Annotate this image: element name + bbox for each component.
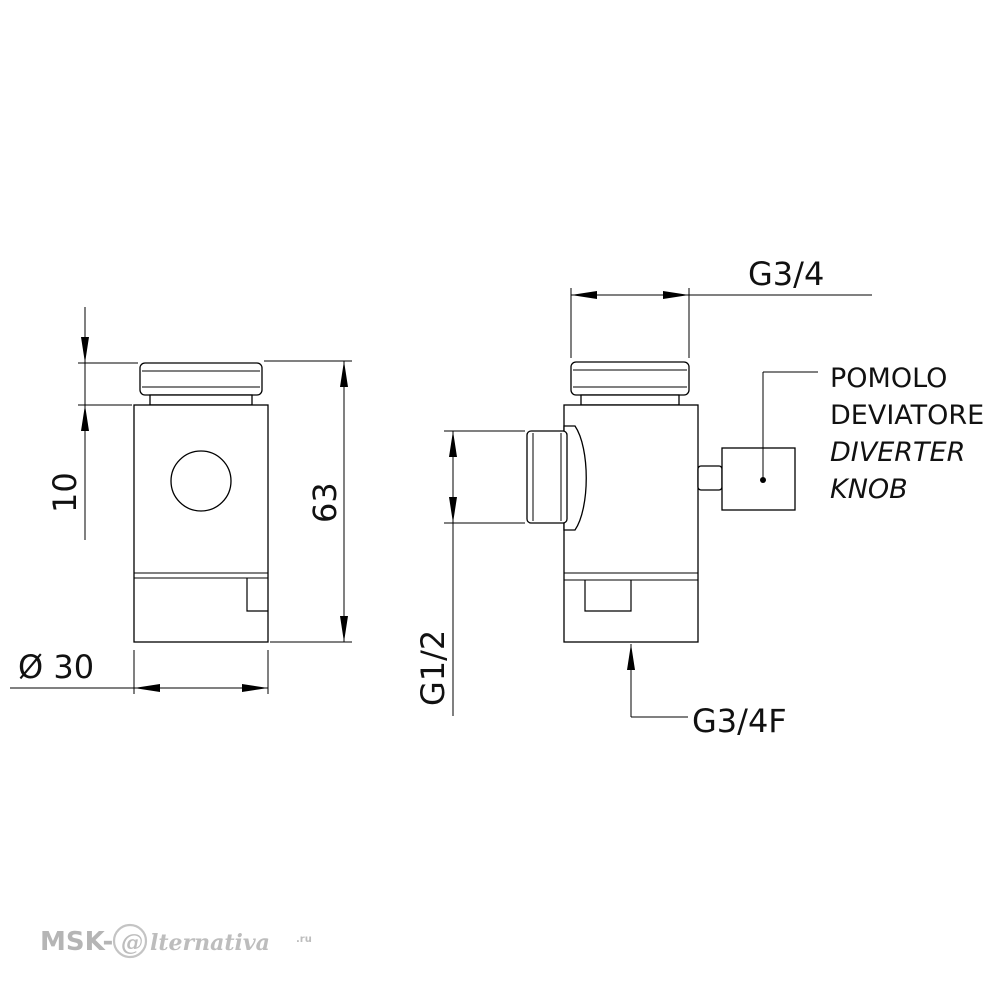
- callout-line-diverter: DIVERTER: [830, 437, 965, 468]
- dim-diameter-label: Ø 30: [18, 648, 94, 686]
- front-body: [133, 404, 269, 643]
- callout-diverter-knob: POMOLO DEVIATORE DIVERTER KNOB: [762, 363, 984, 505]
- callout-line-deviatore: DEVIATORE: [830, 400, 984, 431]
- dim-top-outlet: G3/4: [570, 255, 872, 358]
- dim-top-outlet-label: G3/4: [748, 255, 824, 293]
- side-view: [526, 361, 796, 643]
- dim-bottom-outlet-label: G3/4F: [692, 702, 787, 740]
- side-neck: [580, 394, 680, 406]
- diverter-knob-stem: [697, 465, 723, 491]
- front-neck: [149, 394, 253, 406]
- dim-side-inlet-label: G1/2: [414, 630, 452, 706]
- front-port-circle: [170, 450, 232, 512]
- callout-line-pomolo: POMOLO: [830, 363, 947, 394]
- side-top-cap: [570, 361, 690, 396]
- watermark-domain: .ru: [296, 934, 312, 945]
- diverter-knob: [721, 447, 796, 511]
- watermark-at-ring: [112, 923, 148, 959]
- side-inlet-fitting: [526, 430, 568, 524]
- dim-side-inlet: G1/2: [414, 430, 525, 716]
- dim-top-section-label: 10: [46, 472, 84, 513]
- watermark-at: @: [121, 930, 143, 956]
- dim-bottom-outlet: G3/4F: [627, 644, 787, 740]
- dim-total-height-label: 63: [306, 482, 344, 523]
- front-view: [133, 362, 269, 643]
- watermark: MSK- @ lternativa .ru: [40, 923, 312, 959]
- watermark-prefix: MSK-: [40, 927, 113, 957]
- watermark-rest: lternativa: [150, 930, 270, 956]
- dim-top-section: 10: [46, 307, 138, 540]
- dim-diameter: Ø 30: [10, 648, 269, 694]
- dim-total-height: 63: [264, 360, 352, 643]
- side-inlet-shoulder: [563, 425, 587, 531]
- front-top-cap: [139, 362, 263, 396]
- callout-line-knob: KNOB: [830, 474, 908, 505]
